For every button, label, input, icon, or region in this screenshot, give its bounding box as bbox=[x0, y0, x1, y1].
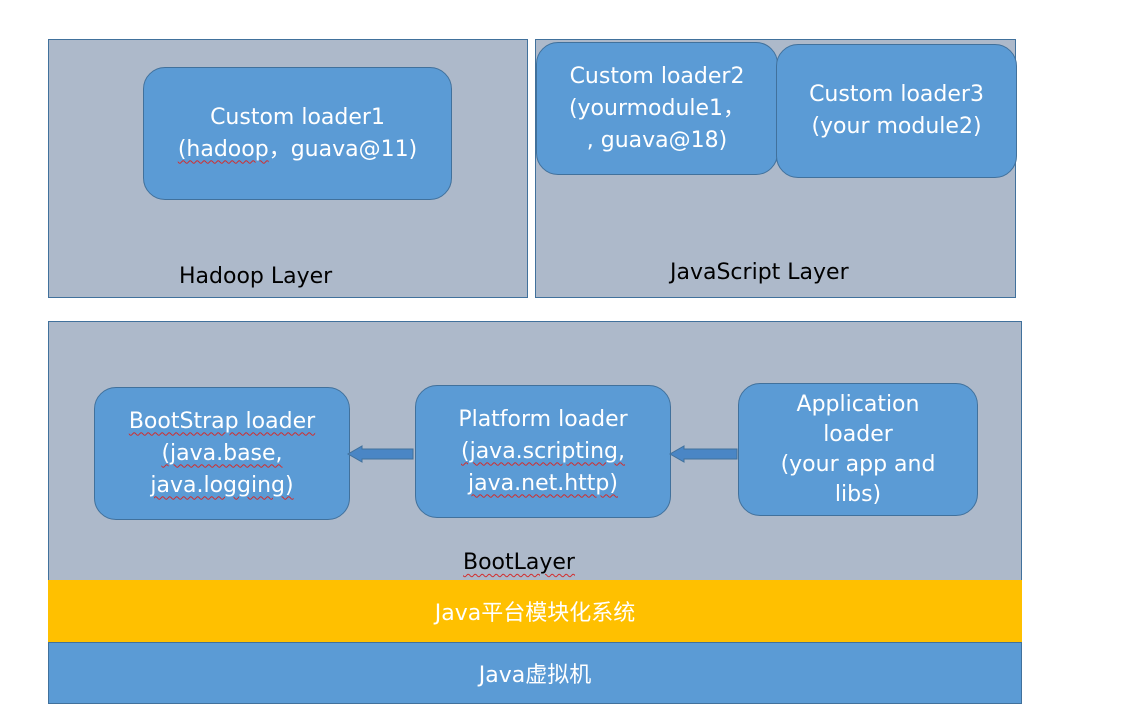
hadoop-layer: Custom loader1 (hadoop，guava@11) Hadoop … bbox=[48, 39, 528, 298]
bootstrap-loader-module2: java.logging) bbox=[150, 472, 294, 498]
custom-loader2-title: Custom loader2 bbox=[569, 63, 745, 89]
application-loader-desc-line2: libs) bbox=[834, 481, 882, 507]
custom-loader1-title: Custom loader1 bbox=[210, 104, 385, 130]
guava11-module: ，guava@11) bbox=[268, 136, 418, 162]
custom-loader3-box: Custom loader3 (your module2) bbox=[776, 44, 1017, 178]
hadoop-layer-label: Hadoop Layer bbox=[179, 264, 333, 289]
javascript-layer: Custom loader2 (yourmodule1， , guava@18)… bbox=[535, 39, 1017, 298]
platform-loader-module1: (java.scripting, bbox=[461, 438, 625, 464]
platform-loader-box: Platform loader (java.scripting, java.ne… bbox=[415, 385, 671, 518]
application-loader-box: Application loader (your app and libs) bbox=[738, 383, 978, 516]
jvm-band: Java虚拟机 bbox=[48, 642, 1022, 704]
jvm-label: Java虚拟机 bbox=[478, 663, 592, 688]
custom-loader1-box: Custom loader1 (hadoop，guava@11) bbox=[143, 67, 452, 200]
boot-layer-label: BootLayer bbox=[463, 550, 575, 575]
bootstrap-loader-title: BootStrap loader bbox=[128, 408, 316, 434]
arrow-platform-to-bootstrap bbox=[346, 445, 414, 463]
custom-loader3-module: (your module2) bbox=[811, 114, 982, 139]
custom-loader3-title: Custom loader3 bbox=[809, 82, 984, 107]
application-loader-desc-line1: (your app and bbox=[780, 451, 936, 477]
module-system-band: Java平台模块化系统 bbox=[48, 580, 1022, 642]
arrow-application-to-platform bbox=[668, 445, 738, 463]
module-system-label: Java平台模块化系统 bbox=[434, 601, 636, 626]
custom-loader1-modules: (hadoop，guava@11) bbox=[178, 134, 417, 166]
platform-loader-title: Platform loader bbox=[458, 406, 628, 432]
bootstrap-loader-box: BootStrap loader (java.base, java.loggin… bbox=[94, 387, 350, 520]
custom-loader2-box: Custom loader2 (yourmodule1， , guava@18) bbox=[536, 42, 778, 175]
custom-loader2-module1: (yourmodule1， bbox=[568, 95, 746, 121]
platform-loader-module2: java.net.http) bbox=[468, 470, 618, 496]
application-loader-title-line1: Application bbox=[796, 391, 920, 417]
javascript-layer-label: JavaScript Layer bbox=[670, 260, 849, 285]
application-loader-title-line2: loader bbox=[823, 421, 893, 447]
custom-loader2-module2: , guava@18) bbox=[586, 127, 728, 153]
boot-layer: BootStrap loader (java.base, java.loggin… bbox=[48, 321, 1022, 581]
bootstrap-loader-module1: (java.base, bbox=[161, 440, 283, 466]
hadoop-module: (hadoop bbox=[177, 136, 269, 162]
